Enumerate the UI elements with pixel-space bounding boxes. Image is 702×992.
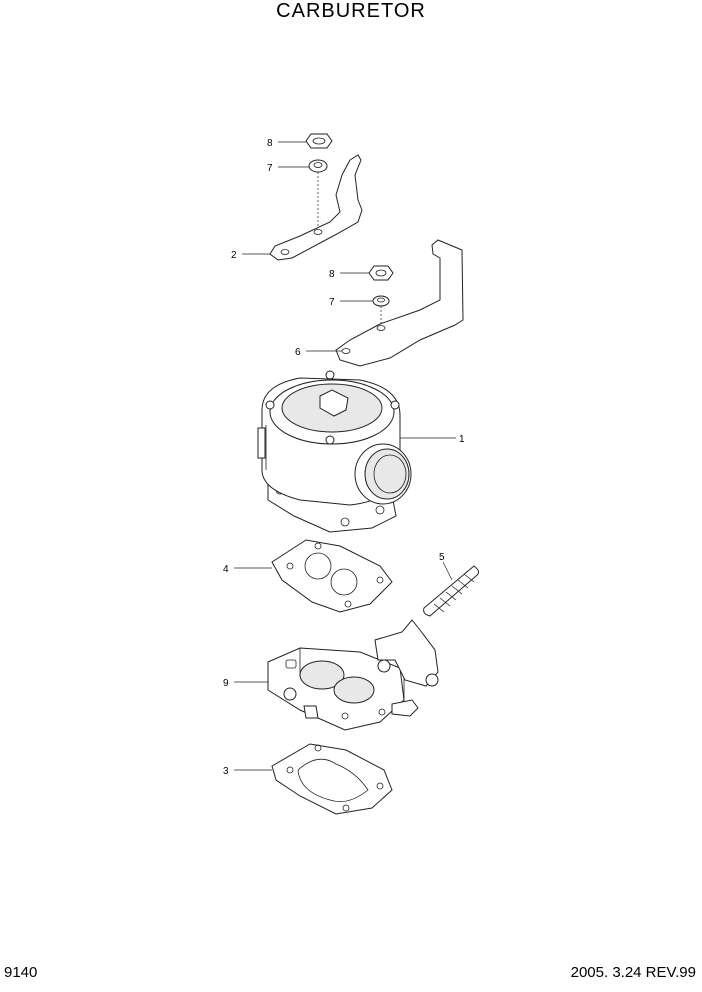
- bracket-part-2: [269, 154, 363, 261]
- callout-8-lower: 8: [329, 269, 335, 280]
- washer-part-7-lower: [372, 295, 390, 307]
- spring-part-5: [423, 565, 480, 617]
- callout-1: 1: [459, 434, 465, 445]
- nut-part-8-upper: [305, 133, 333, 149]
- callout-7-upper: 7: [267, 163, 273, 174]
- callout-2: 2: [231, 250, 237, 261]
- washer-part-7-upper: [308, 159, 328, 173]
- callout-4: 4: [223, 564, 229, 575]
- callout-9: 9: [223, 678, 229, 689]
- page-number: 9140: [4, 964, 38, 981]
- callout-8-upper: 8: [267, 138, 273, 149]
- revision-date: 2005. 3.24 REV.99: [570, 964, 696, 981]
- nut-part-8-lower: [368, 265, 394, 281]
- throttle-body-part-9: [267, 619, 439, 731]
- carburetor-body-part-1: [257, 370, 412, 533]
- callout-6: 6: [295, 347, 301, 358]
- gasket-part-4: [271, 539, 393, 613]
- page-title: CARBURETOR: [276, 0, 426, 22]
- gasket-part-3: [271, 743, 393, 815]
- callout-5: 5: [439, 552, 445, 563]
- callout-7-lower: 7: [329, 297, 335, 308]
- callout-3: 3: [223, 766, 229, 777]
- bracket-part-6: [335, 239, 464, 367]
